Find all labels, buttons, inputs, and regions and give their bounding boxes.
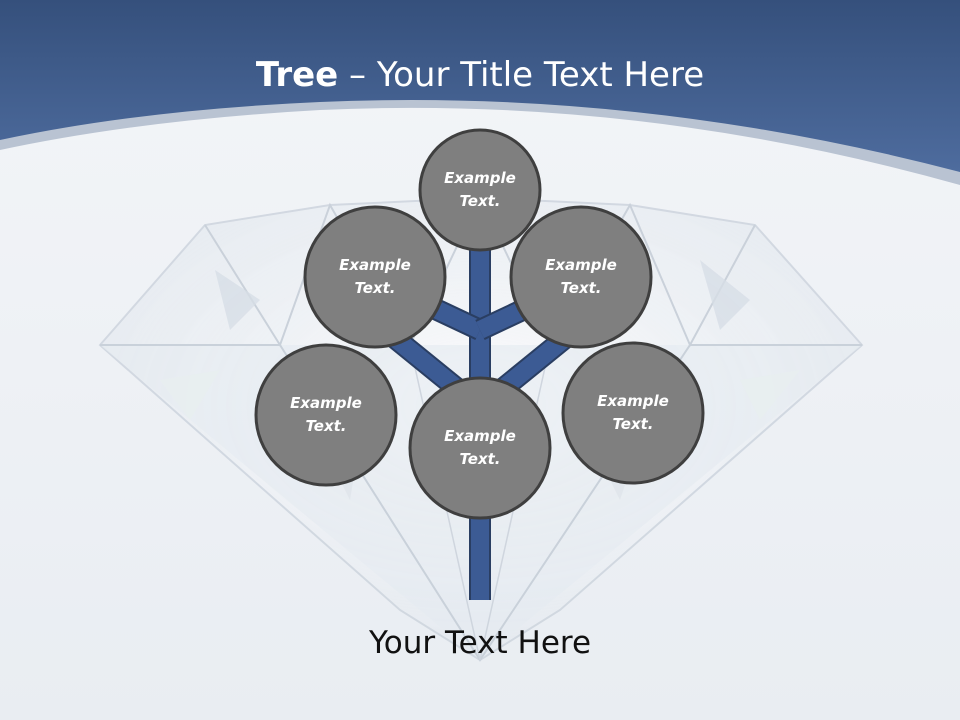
title-bold: Tree [255, 55, 339, 95]
title-rest: Your Title Text Here [376, 55, 705, 95]
node-circle-top [418, 128, 542, 252]
node-circle-center [408, 376, 552, 520]
node-circle-upper-left [303, 205, 447, 349]
node-circle-upper-right [509, 205, 653, 349]
header-band [0, 0, 960, 185]
footer-text: Your Text Here [368, 625, 592, 661]
slide-title: Tree – Your Title Text Here [0, 52, 960, 98]
tree-nodes [254, 128, 705, 520]
node-circle-lower-left [254, 343, 398, 487]
title-separator: – [338, 55, 377, 95]
node-circle-lower-right [561, 341, 705, 485]
